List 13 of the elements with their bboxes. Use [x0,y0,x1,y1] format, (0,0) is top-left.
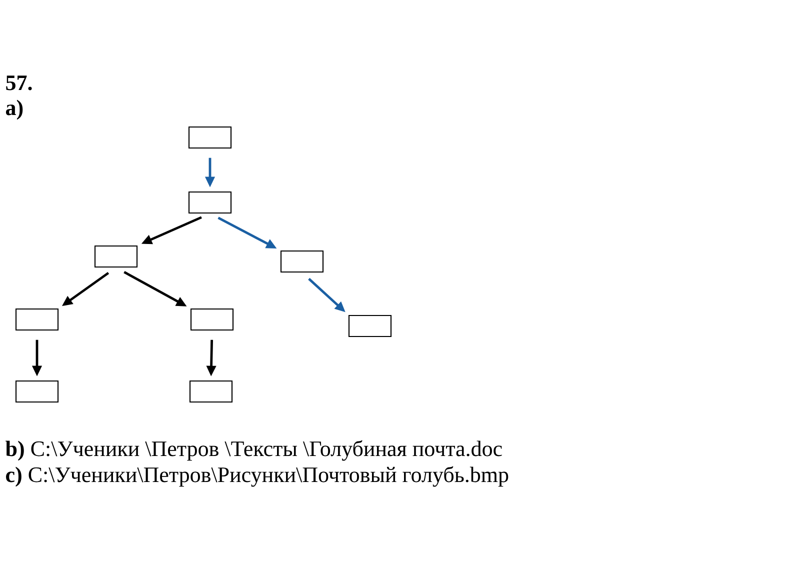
empty-box [280,250,324,273]
empty-box [189,380,233,403]
empty-box [190,308,234,331]
empty-box [188,191,232,214]
part-label: a) [6,100,23,120]
empty-box [94,245,138,268]
file-path: c) C:\Ученики\Петров\Рисунки\Почтовый голубь.bmp [6,466,508,487]
file-path: b) C:\Ученики \Петров \Тексты \Голубиная почта.doc [6,440,502,461]
empty-box [348,314,392,338]
empty-box [15,308,59,331]
empty-box [15,380,59,403]
problem-number: 57. [6,76,32,90]
empty-box [188,126,232,149]
